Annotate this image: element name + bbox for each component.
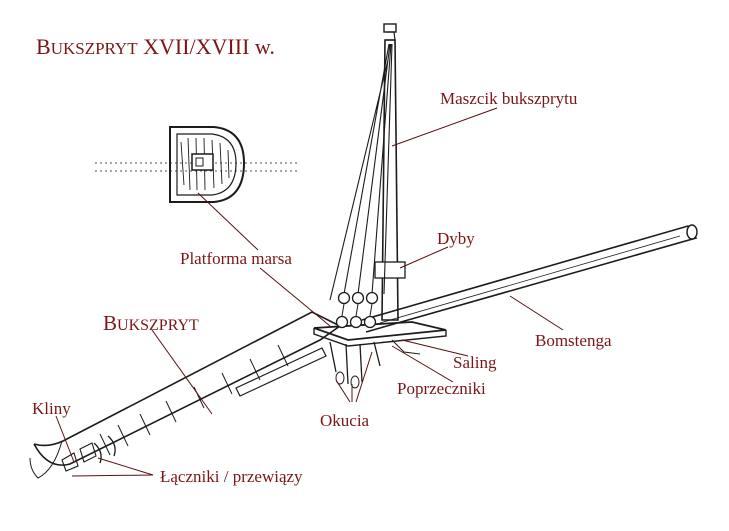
label-saling: Saling bbox=[453, 353, 497, 372]
diagram-title: BUKSZPRYT XVII/XVIII w. bbox=[36, 34, 275, 59]
label-kliny: Kliny bbox=[32, 399, 71, 418]
label-maszcik: Maszcik bukszprytu bbox=[440, 89, 578, 108]
label-dyby: Dyby bbox=[437, 229, 475, 248]
top-platform bbox=[313, 321, 447, 389]
jib-boom bbox=[361, 224, 698, 333]
label-laczniki: Łączniki / przewiązy bbox=[160, 467, 303, 486]
label-okucia: Okucia bbox=[320, 411, 370, 430]
label-bomstenga: Bomstenga bbox=[535, 331, 612, 350]
label-bukszpryt: BUKSZPRYT bbox=[103, 311, 199, 335]
bowsprit-mast bbox=[329, 23, 406, 329]
platform-top-view bbox=[95, 126, 300, 203]
label-platforma: Platforma marsa bbox=[180, 249, 292, 268]
leader-lines bbox=[55, 107, 564, 477]
label-poprzeczniki: Poprzeczniki bbox=[397, 379, 486, 398]
bowsprit-spar bbox=[29, 311, 342, 479]
